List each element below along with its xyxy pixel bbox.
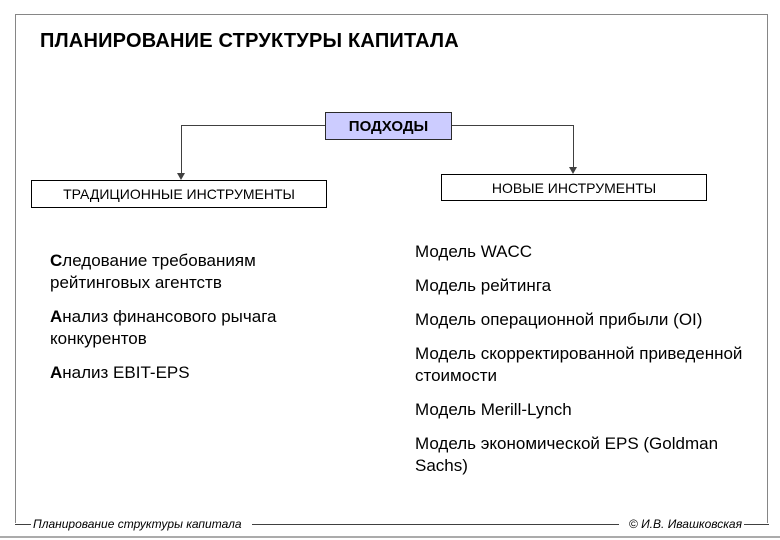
list-item: Модель рейтинга <box>415 276 552 295</box>
list-item-text: нализ EBIT-EPS <box>62 363 190 382</box>
list-item-lead: С <box>50 251 63 270</box>
list-item: Следование требованиям рейтинговых агент… <box>50 250 322 294</box>
arrowhead-left-icon <box>177 173 185 180</box>
arrowhead-right-icon <box>569 167 577 174</box>
footer-left-text: Планирование структуры капитала <box>33 517 242 531</box>
branch-new-label: НОВЫЕ ИНСТРУМЕНТЫ <box>491 179 657 196</box>
slide-title: ПЛАНИРОВАНИЕ СТРУКТУРЫ КАПИТАЛА <box>40 30 459 52</box>
connector-left-vertical <box>181 125 182 173</box>
list-item-lead: А <box>50 307 63 326</box>
connector-left-horizontal <box>181 125 325 126</box>
list-item: Модель Merill-Lynch <box>415 400 572 419</box>
new-instruments-list: Модель WACC Модель рейтинга Модель опера… <box>415 241 749 489</box>
screen-bottom-edge <box>0 536 780 538</box>
root-node-label: ПОДХОДЫ <box>348 117 429 135</box>
branch-node-traditional: ТРАДИЦИОННЫЕ ИНСТРУМЕНТЫ <box>31 180 327 208</box>
list-item: Анализ EBIT-EPS <box>50 362 322 384</box>
list-item: Модель WACC <box>415 242 533 261</box>
footer-line-middle <box>251 523 619 525</box>
footer-copyright-text: © И.В. Ивашковская <box>628 517 742 531</box>
footer-line-right <box>744 523 769 525</box>
slide-footer: Планирование структуры капитала © И.В. И… <box>15 516 769 532</box>
footer-line-left <box>15 523 31 525</box>
branch-node-new: НОВЫЕ ИНСТРУМЕНТЫ <box>441 174 707 201</box>
branch-traditional-label: ТРАДИЦИОННЫЕ ИНСТРУМЕНТЫ <box>63 186 295 202</box>
connector-right-horizontal <box>452 125 573 126</box>
list-item-lead: А <box>50 363 63 382</box>
list-item-text: нализ финансового рычага конкурентов <box>50 307 277 348</box>
connector-right-vertical <box>573 125 574 167</box>
root-node-approaches: ПОДХОДЫ <box>325 112 452 140</box>
list-item: Анализ финансового рычага конкурентов <box>50 306 322 350</box>
list-item: Модель экономической EPS (Goldman Sachs) <box>415 434 719 475</box>
slide-frame <box>15 14 768 523</box>
list-item: Модель операционной прибыли (OI) <box>415 310 703 329</box>
traditional-instruments-list: Следование требованиям рейтинговых агент… <box>50 250 322 396</box>
list-item: Модель скорректированной приведенной сто… <box>415 344 743 385</box>
list-item-text: ледование требованиям рейтинговых агентс… <box>50 251 256 292</box>
